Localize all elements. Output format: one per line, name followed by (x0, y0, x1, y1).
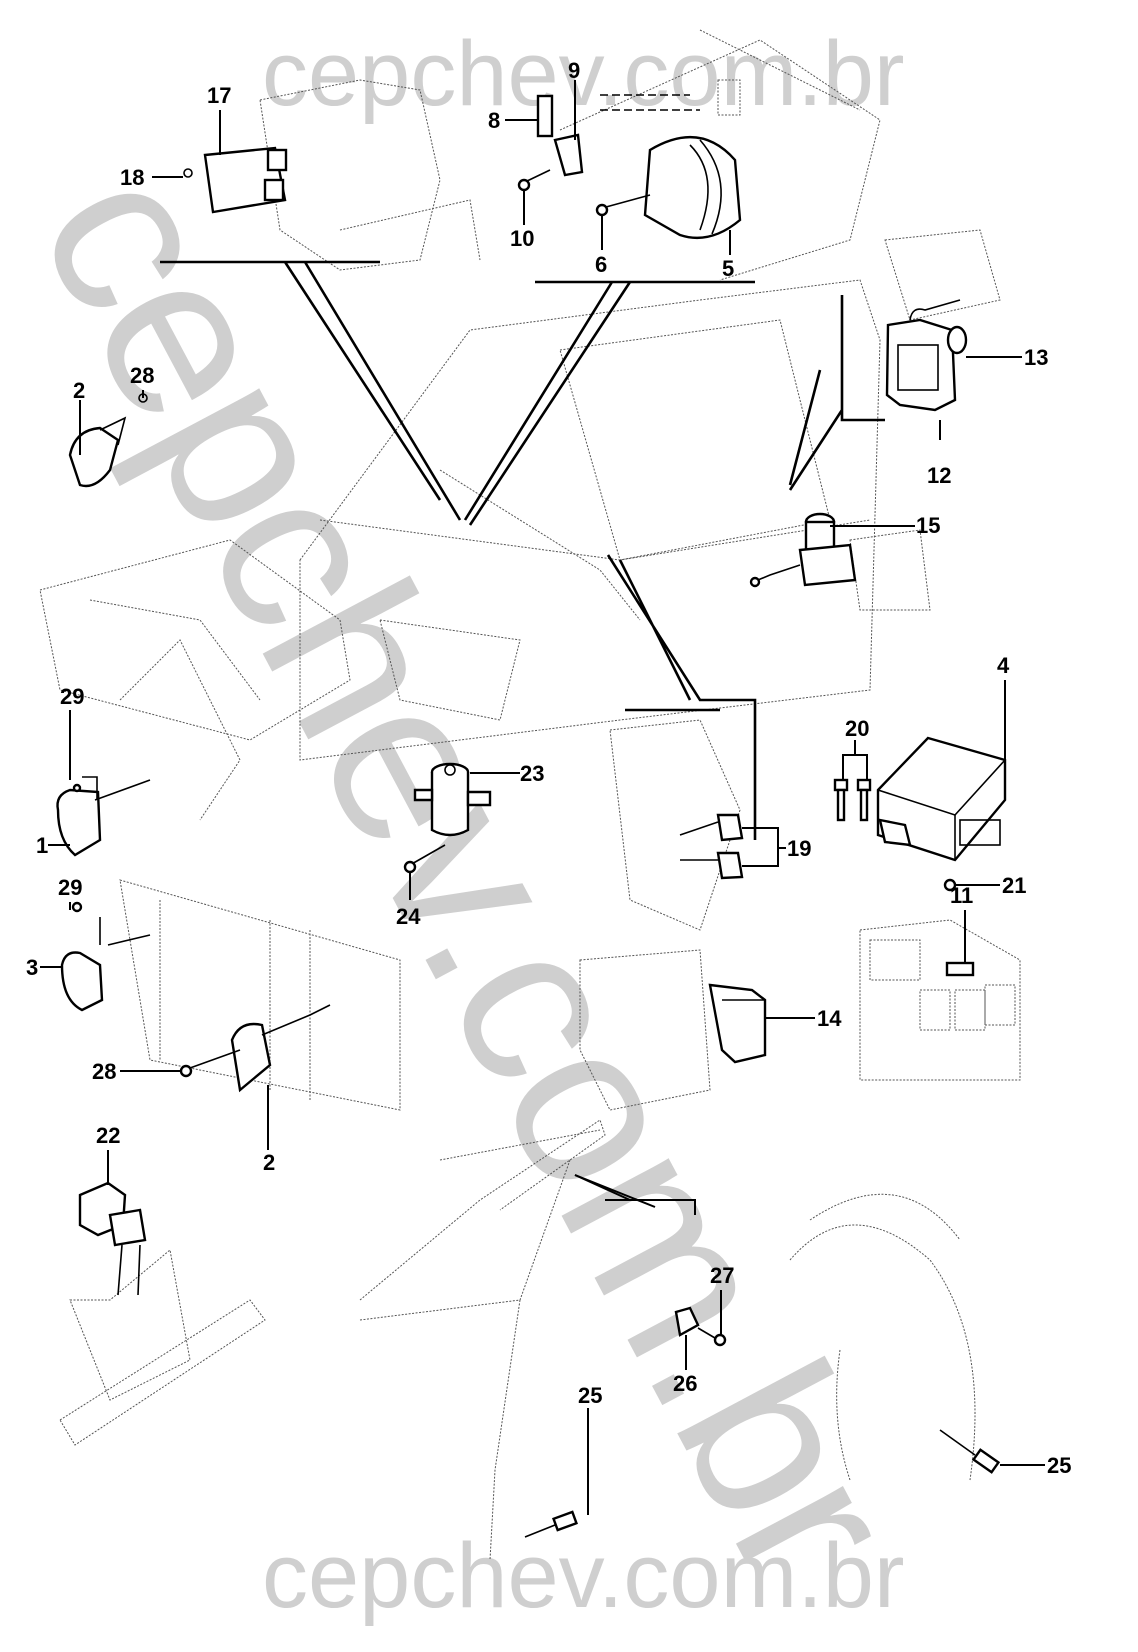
callout-18: 18 (120, 165, 145, 190)
callout-3: 3 (26, 955, 39, 980)
solenoid-23 (403, 762, 492, 874)
callout-28-upper: 28 (130, 363, 155, 388)
callout-2-upper: 2 (73, 378, 86, 403)
actuator-15 (749, 512, 857, 588)
key-fob-12 (885, 299, 968, 412)
callout-5: 5 (722, 256, 735, 281)
callout-9: 9 (568, 58, 581, 83)
callout-4: 4 (997, 653, 1010, 678)
callout-15: 15 (916, 513, 941, 538)
callout-22: 22 (96, 1123, 121, 1148)
callout-27: 27 (710, 1263, 735, 1288)
callout-29-upper: 29 (60, 684, 85, 709)
callout-24: 24 (396, 904, 421, 929)
switch-26 (674, 1306, 727, 1347)
vehicle-body-ghost (39, 29, 1021, 1561)
switch-8 (517, 94, 700, 192)
module-17 (183, 146, 288, 214)
relay-14 (708, 983, 767, 1064)
callout-17: 17 (207, 83, 232, 108)
horn-2-lower (179, 1004, 331, 1093)
callout-28-lower: 28 (92, 1059, 117, 1084)
callout-20: 20 (845, 716, 870, 741)
callout-21: 21 (1002, 873, 1027, 898)
callout-leaders (40, 80, 1045, 1515)
relays-19 (679, 813, 744, 880)
door-switch-25-right (939, 1429, 1001, 1474)
watermark-bottom: cepchev.com.br (262, 1525, 905, 1627)
horn-1 (56, 776, 151, 857)
fuse-11 (945, 961, 975, 977)
callout-10: 10 (510, 226, 535, 251)
callout-11: 11 (950, 883, 974, 908)
horn-3 (60, 901, 151, 1012)
watermark-top: cepchev.com.br (262, 23, 905, 125)
callout-2-lower: 2 (263, 1150, 276, 1175)
fog-lamp-5 (595, 79, 742, 239)
door-switch-25-left (524, 1510, 578, 1538)
callout-29-lower: 29 (58, 875, 83, 900)
callout-13: 13 (1024, 345, 1049, 370)
zoom-leader-lines (160, 260, 885, 1215)
callout-26: 26 (673, 1371, 698, 1396)
callout-12: 12 (927, 463, 952, 488)
callout-23: 23 (520, 761, 545, 786)
relay-22 (78, 1181, 147, 1296)
callout-8: 8 (488, 108, 501, 133)
callout-1: 1 (36, 833, 49, 858)
horn-2-upper (68, 393, 148, 488)
ecu-4 (833, 736, 1007, 892)
callout-25-right: 25 (1047, 1453, 1072, 1478)
callout-6: 6 (595, 252, 608, 277)
callout-19: 19 (787, 836, 812, 861)
callout-25-left: 25 (578, 1383, 603, 1408)
callout-14: 14 (817, 1006, 842, 1031)
